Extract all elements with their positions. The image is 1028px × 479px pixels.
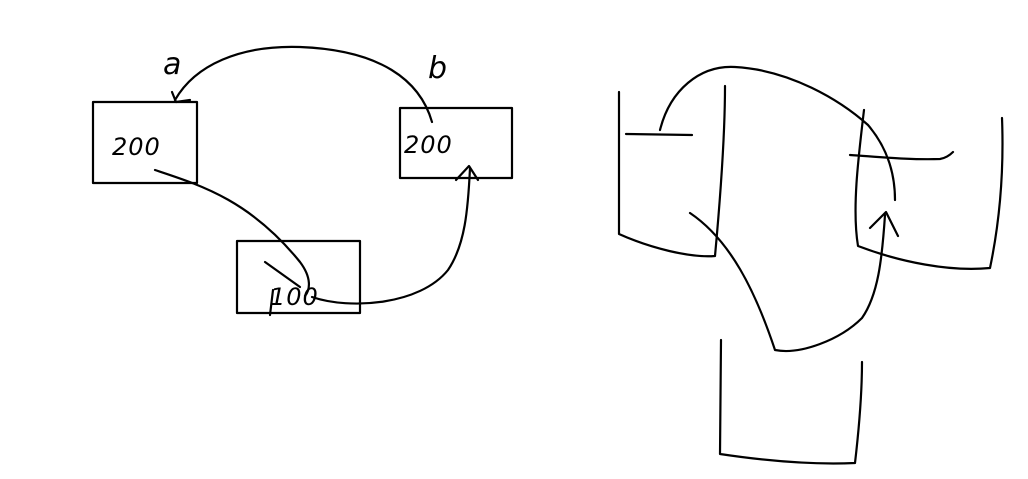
label-a: a bbox=[163, 47, 181, 82]
arrow-c-to-b bbox=[310, 166, 472, 305]
left-sketch: a b 200 200 100 bbox=[91, 45, 514, 317]
left-block bbox=[617, 84, 727, 258]
left-block-mark bbox=[624, 132, 694, 137]
box-b-value: 200 bbox=[404, 131, 453, 159]
up-arrowhead bbox=[868, 210, 900, 238]
right-sketch bbox=[617, 65, 1004, 465]
down-curve bbox=[688, 211, 887, 353]
top-arc bbox=[658, 65, 897, 202]
arrow-b-to-a bbox=[173, 45, 434, 124]
right-block bbox=[854, 108, 1004, 270]
box-c bbox=[235, 239, 362, 315]
bottom-block bbox=[718, 338, 864, 465]
arrow-a-to-c bbox=[153, 168, 310, 298]
label-b: b bbox=[428, 51, 447, 86]
box-b bbox=[398, 106, 514, 180]
box-a bbox=[91, 100, 199, 185]
box-c-tick bbox=[268, 288, 275, 317]
box-a-value: 200 bbox=[112, 133, 161, 161]
right-block-mark bbox=[848, 150, 955, 161]
arrowhead-b bbox=[454, 164, 480, 182]
arrowhead-a bbox=[170, 90, 192, 104]
arrowhead-c bbox=[263, 260, 302, 289]
box-c-value: 100 bbox=[270, 283, 319, 311]
